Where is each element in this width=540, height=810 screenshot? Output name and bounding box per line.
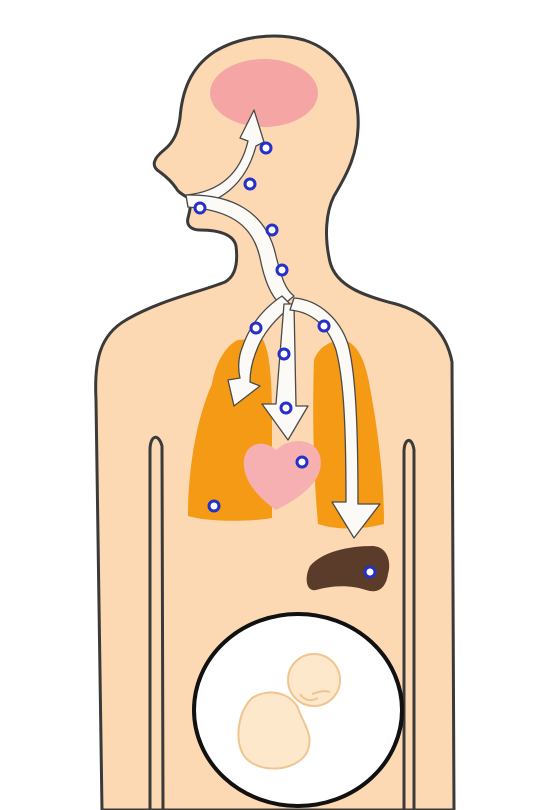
particle-ring-icon [277, 347, 291, 361]
right-arm-outline [402, 439, 416, 810]
flow-arrow-icon [289, 297, 381, 539]
liver-icon [306, 546, 390, 592]
fetus-icon [237, 653, 341, 770]
particle-ring-icon [317, 319, 331, 333]
flow-arrow-icon [261, 303, 309, 441]
particle-ring-icon [193, 201, 207, 215]
particle-ring-icon [243, 177, 257, 191]
brain-icon [210, 59, 318, 127]
flow-arrow-icon [185, 194, 295, 307]
left-arm-outline [148, 435, 165, 810]
particle-ring-icon [295, 455, 309, 469]
particle-ring-icon [249, 321, 263, 335]
flow-arrow-icon [227, 295, 293, 407]
particle-ring-icon [275, 263, 289, 277]
particle-ring-icon [265, 223, 279, 237]
particle-ring-icon [207, 499, 221, 513]
particles [193, 141, 377, 579]
flow-arrows [185, 109, 381, 539]
flow-arrow-icon [185, 109, 265, 208]
particle-ring-icon [279, 401, 293, 415]
particle-ring-icon [259, 141, 273, 155]
human-body-silhouette-icon [94, 34, 456, 810]
particle-ring-icon [363, 565, 377, 579]
